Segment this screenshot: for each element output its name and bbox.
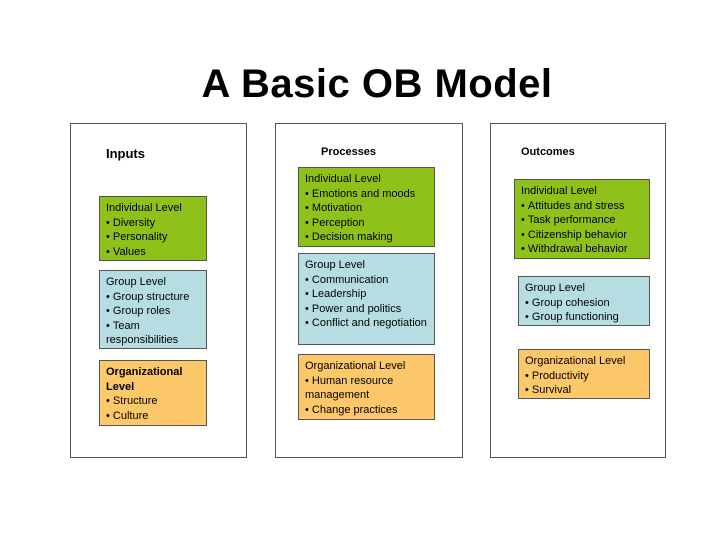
box-heading: Individual Level — [521, 185, 597, 197]
box-item: Power and politics — [305, 302, 429, 317]
outcomes-individual-box: Individual Level Attitudes and stress Ta… — [514, 179, 650, 259]
inputs-individual-box: Individual Level Diversity Personality V… — [99, 196, 207, 261]
box-item: Diversity — [106, 216, 201, 231]
box-item: Group cohesion — [525, 296, 644, 311]
box-item: Structure — [106, 394, 201, 409]
processes-individual-box: Individual Level Emotions and moods Moti… — [298, 167, 435, 247]
processes-group-box: Group Level Communication Leadership Pow… — [298, 253, 435, 345]
box-item: Leadership — [305, 287, 429, 302]
box-item: Culture — [106, 409, 201, 424]
box-item: Emotions and moods — [305, 187, 429, 202]
box-heading: Individual Level — [305, 173, 381, 185]
processes-label: Processes — [321, 146, 377, 158]
box-item: Survival — [525, 383, 644, 398]
box-item: Group roles — [106, 304, 201, 319]
box-item: Change practices — [305, 403, 429, 418]
inputs-group-box: Group Level Group structure Group roles … — [99, 270, 207, 349]
box-heading: Organizational Level — [106, 366, 183, 393]
box-item: Group functioning — [525, 310, 644, 325]
box-item: Citizenship behavior — [521, 228, 644, 243]
box-heading: Group Level — [106, 276, 166, 288]
inputs-organizational-box: Organizational Level Structure Culture — [99, 360, 207, 426]
outcomes-label: Outcomes — [521, 146, 575, 158]
outcomes-organizational-box: Organizational Level Productivity Surviv… — [518, 349, 650, 399]
box-heading: Individual Level — [106, 202, 182, 214]
box-item: Team responsibilities — [106, 319, 201, 348]
box-heading: Organizational Level — [305, 360, 406, 372]
box-item: Withdrawal behavior — [521, 242, 644, 257]
box-heading: Group Level — [525, 282, 585, 294]
box-item: Decision making — [305, 230, 429, 245]
box-item: Attitudes and stress — [521, 199, 644, 214]
box-heading: Group Level — [305, 259, 365, 271]
box-item: Human resource management — [305, 374, 429, 403]
inputs-label: Inputs — [106, 146, 145, 161]
box-item: Perception — [305, 216, 429, 231]
box-item: Group structure — [106, 290, 201, 305]
box-item: Conflict and negotiation — [305, 316, 429, 331]
box-item: Motivation — [305, 201, 429, 216]
box-item: Personality — [106, 230, 201, 245]
box-item: Communication — [305, 273, 429, 288]
box-item: Task performance — [521, 213, 644, 228]
box-heading: Organizational Level — [525, 355, 626, 367]
box-item: Productivity — [525, 369, 644, 384]
page-title: A Basic OB Model — [201, 62, 553, 106]
outcomes-group-box: Group Level Group cohesion Group functio… — [518, 276, 650, 326]
box-item: Values — [106, 245, 201, 260]
processes-organizational-box: Organizational Level Human resource mana… — [298, 354, 435, 420]
